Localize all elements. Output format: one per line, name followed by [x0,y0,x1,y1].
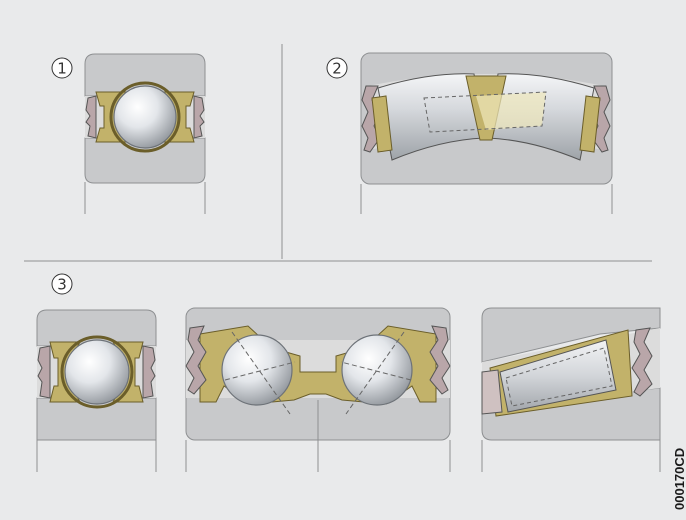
cage-window-outline [423,91,547,133]
seal-right [631,327,653,397]
marker-3-label: 3 [57,276,67,294]
marker-2 [326,57,348,79]
outer-ring [481,307,661,363]
seal-left [37,345,51,399]
marker-2-label: 2 [332,60,342,78]
panel-3a-ball-bearing [36,309,157,472]
seal-left [85,95,97,139]
panel-3b-double-row-ball-bearing [185,307,451,472]
seal-right [429,325,451,395]
contact-line-right [345,331,405,415]
image-code: 000170CD [672,448,686,510]
inner-ring [84,137,206,184]
tapered-roller [499,339,617,413]
panel-3c-tapered-roller-bearing [481,307,661,472]
seal-right [193,95,205,139]
marker-3 [51,273,73,295]
outer-ring [36,309,157,347]
marker-1-label: 1 [57,60,67,78]
panel-1-deep-groove-ball-bearing: 1 [51,53,206,214]
seal-right [142,345,156,399]
ball-right [341,334,413,406]
panel-2-spherical-roller-bearing: 2 [326,52,613,214]
ball [113,85,177,149]
seal-left [185,325,207,395]
ball-left [221,334,293,406]
contact-line-left [231,331,291,415]
outer-ring [84,53,206,97]
ball [64,339,130,405]
rib [481,369,503,415]
marker-1 [51,57,73,79]
inner-ring [481,387,661,441]
